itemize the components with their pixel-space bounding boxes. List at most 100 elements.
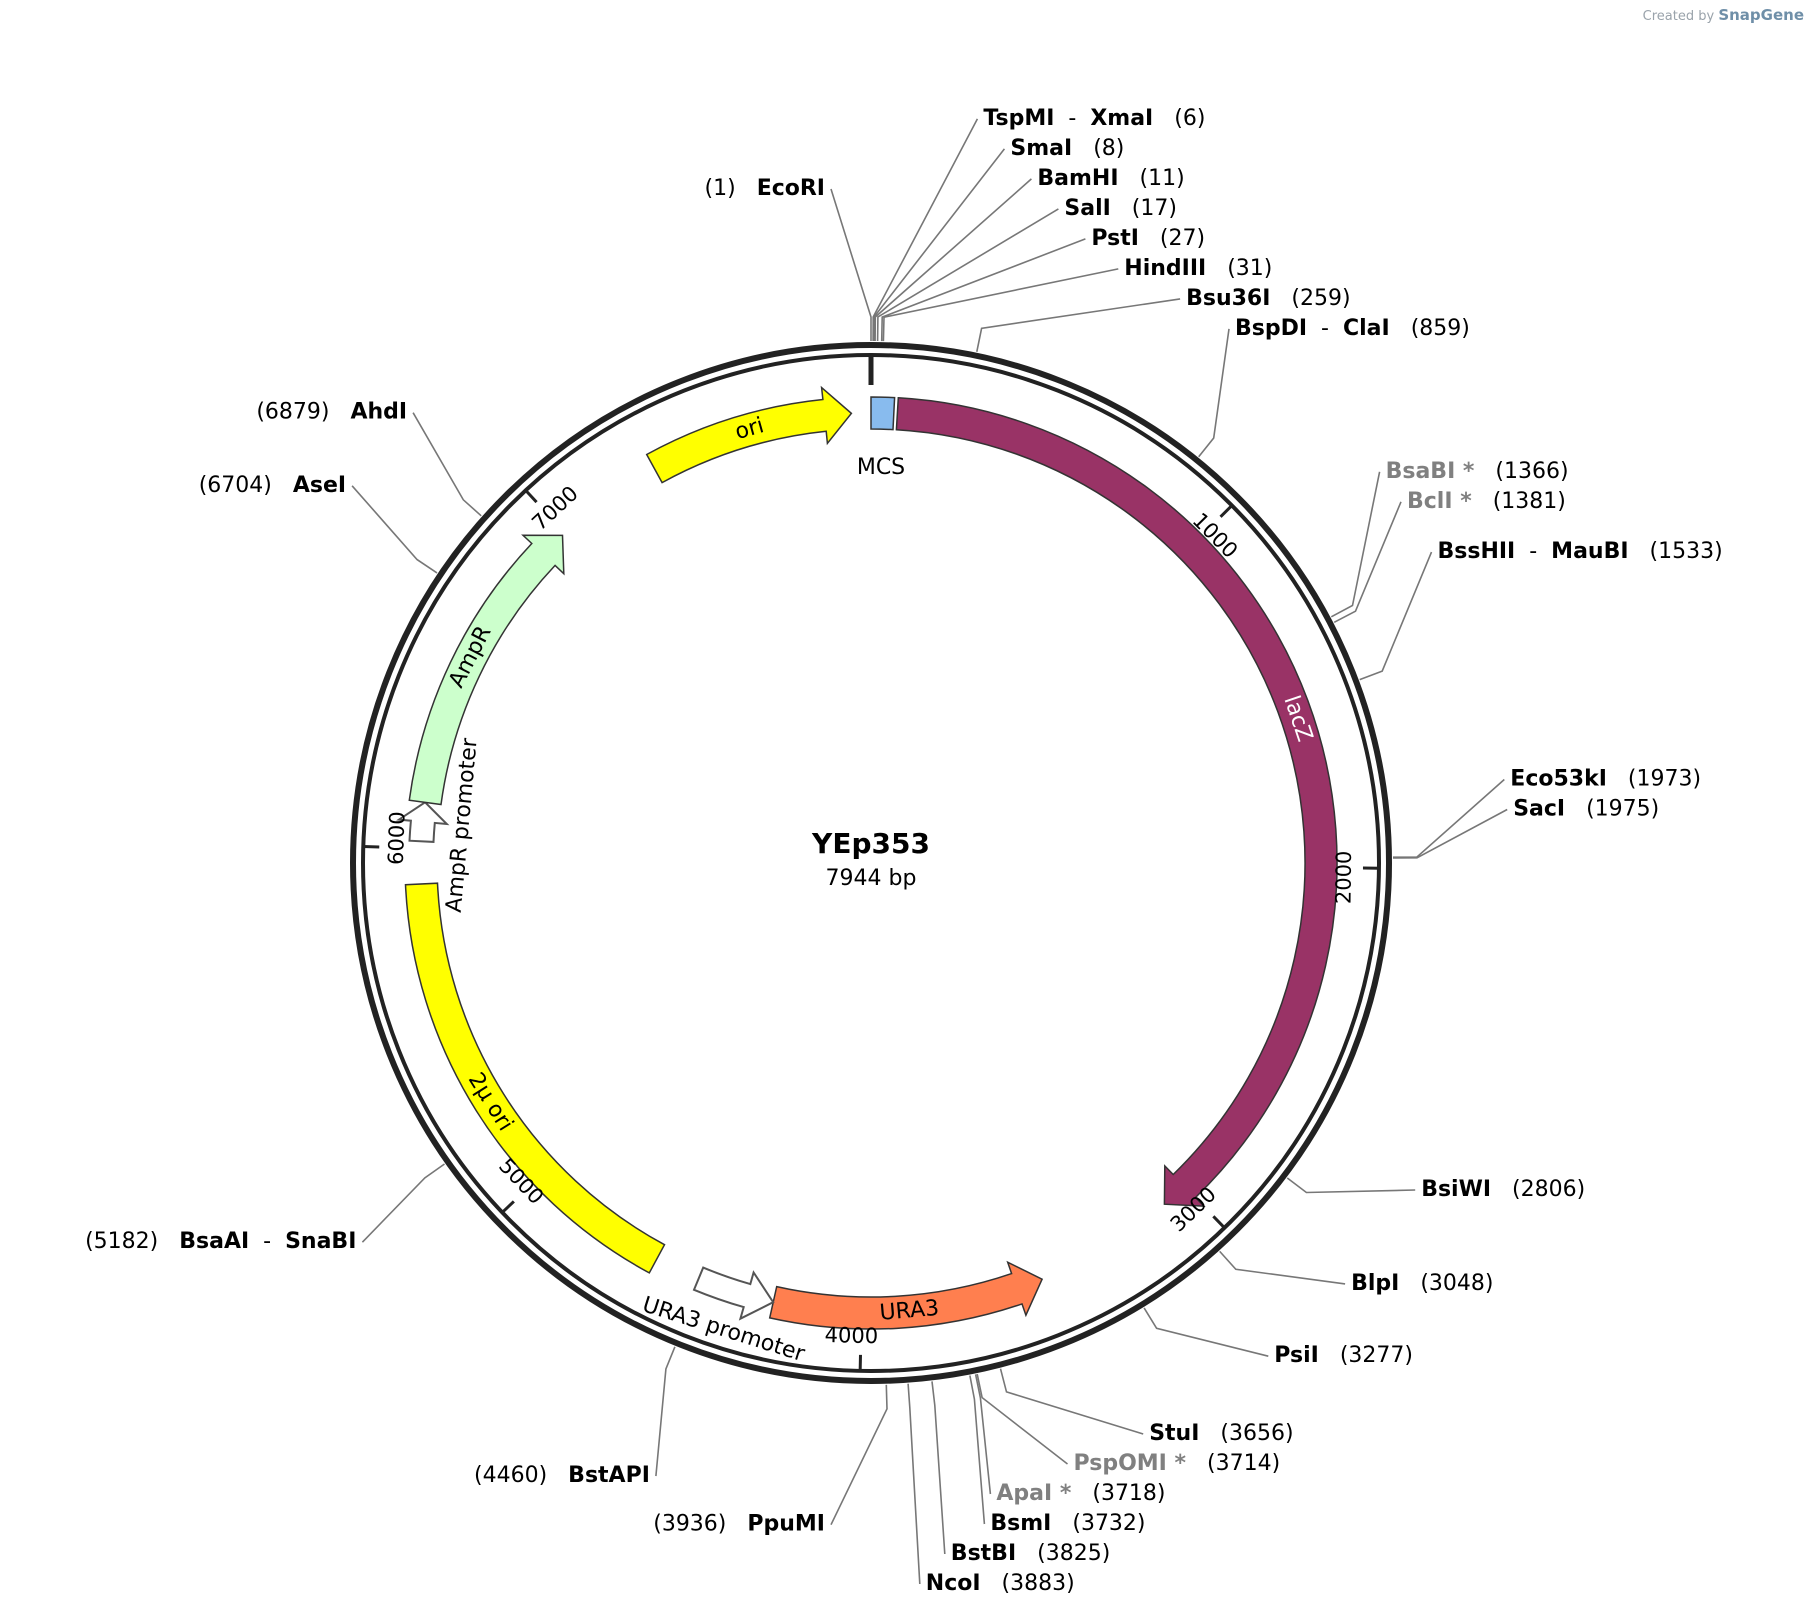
site-leader xyxy=(830,188,872,341)
site-ahdi[interactable]: (6879) AhdI xyxy=(256,400,407,425)
site-ncoi[interactable]: NcoI (3883) xyxy=(926,1571,1075,1596)
site-psii[interactable]: PsiI (3277) xyxy=(1274,1343,1413,1368)
site-label: (5182) BsaAI - SnaBI xyxy=(85,1229,356,1254)
enzyme-name: PpuMI xyxy=(747,1512,825,1537)
feature-mcs[interactable]: MCS xyxy=(857,396,905,480)
enzyme-name: BstAPI xyxy=(568,1463,650,1488)
site-label: TspMI - XmaI (6) xyxy=(983,106,1205,131)
site-bsaai[interactable]: (5182) BsaAI - SnaBI xyxy=(85,1229,356,1254)
site-leader xyxy=(1198,328,1230,458)
promoter-arrow xyxy=(396,801,450,843)
site-leader xyxy=(999,1368,1144,1435)
site-leader xyxy=(1359,551,1433,681)
site-position: (27) xyxy=(1160,226,1205,251)
site-leader xyxy=(351,485,438,574)
site-label: SmaI (8) xyxy=(1010,136,1124,161)
site-label: StuI (3656) xyxy=(1149,1421,1293,1446)
site-bsmi[interactable]: BsmI (3732) xyxy=(990,1511,1145,1536)
site-leader xyxy=(969,1375,986,1525)
site-leader xyxy=(830,1384,888,1526)
site-apai[interactable]: ApaI * (3718) xyxy=(996,1481,1165,1506)
plasmid-name: YEp353 xyxy=(811,827,930,860)
site-leader xyxy=(876,208,1059,342)
enzyme-name: SnaBI xyxy=(285,1229,356,1254)
site-saci[interactable]: SacI (1975) xyxy=(1513,797,1659,822)
site-label: PspOMI * (3714) xyxy=(1074,1451,1281,1476)
enzyme-name: StuI xyxy=(1149,1421,1199,1446)
site-label: BclI * (1381) xyxy=(1407,489,1566,514)
site-bcli[interactable]: BclI * (1381) xyxy=(1407,489,1566,514)
enzyme-name: BamHI xyxy=(1037,166,1118,191)
enzyme-name: AhdI xyxy=(350,400,407,425)
site-label: BsaBI * (1366) xyxy=(1386,459,1569,484)
site-stui[interactable]: StuI (3656) xyxy=(1149,1421,1293,1446)
site-position: (4460) xyxy=(474,1463,547,1488)
enzyme-name: BsmI xyxy=(990,1511,1051,1536)
site-sali[interactable]: SalI (17) xyxy=(1064,196,1177,221)
site-label: BamHI (11) xyxy=(1037,166,1184,191)
site-position: (8) xyxy=(1093,136,1124,161)
site-tspmi[interactable]: TspMI - XmaI (6) xyxy=(983,106,1205,131)
feature-lacz[interactable]: lacZ xyxy=(895,397,1338,1207)
site-leader xyxy=(1392,778,1505,858)
site-label: (6879) AhdI xyxy=(256,400,407,425)
enzyme-name: TspMI xyxy=(983,106,1054,131)
enzyme-name: BssHII xyxy=(1438,539,1516,564)
feature-ori[interactable]: ori xyxy=(645,385,853,484)
site-bsabi[interactable]: BsaBI * (1366) xyxy=(1386,459,1569,484)
site-bspdi[interactable]: BspDI - ClaI (859) xyxy=(1235,316,1470,341)
site-ppumi[interactable]: (3936) PpuMI xyxy=(653,1512,825,1537)
promoter-arrow xyxy=(692,1266,775,1321)
site-label: (3936) PpuMI xyxy=(653,1512,825,1537)
site-position: (3714) xyxy=(1207,1451,1280,1476)
site-leader xyxy=(974,1374,992,1495)
site-asei[interactable]: (6704) AseI xyxy=(199,473,346,498)
site-label: BssHII - MauBI (1533) xyxy=(1438,539,1723,564)
feature-ura3[interactable]: URA3 xyxy=(768,1260,1044,1330)
site-bamhi[interactable]: BamHI (11) xyxy=(1037,166,1184,191)
enzyme-name: HindIII xyxy=(1124,256,1206,281)
site-smai[interactable]: SmaI (8) xyxy=(1010,136,1124,161)
backbone-ring xyxy=(350,342,1392,1384)
site-leader xyxy=(976,1373,1068,1465)
site-label: (1) EcoRI xyxy=(705,176,825,201)
site-hindiii[interactable]: HindIII (31) xyxy=(1124,256,1272,281)
enzyme-name: XmaI xyxy=(1090,106,1153,131)
enzyme-name: EcoRI xyxy=(757,176,825,201)
site-leader xyxy=(882,268,1119,342)
site-leader xyxy=(872,118,979,342)
site-position: (3732) xyxy=(1072,1511,1145,1536)
site-label: (6704) AseI xyxy=(199,473,346,498)
feature-2-ori[interactable]: 2µ ori xyxy=(404,882,666,1274)
site-ecori[interactable]: (1) EcoRI xyxy=(705,176,825,201)
site-eco53ki[interactable]: Eco53kI (1973) xyxy=(1510,767,1701,792)
enzyme-name: PsiI xyxy=(1274,1343,1319,1368)
site-label: PstI (27) xyxy=(1091,226,1205,251)
site-leader xyxy=(873,148,1006,342)
site-position: (3048) xyxy=(1420,1271,1493,1296)
feature-ampr[interactable]: AmpR xyxy=(408,534,565,806)
site-psti[interactable]: PstI (27) xyxy=(1091,226,1205,251)
site-bstbi[interactable]: BstBI (3825) xyxy=(951,1541,1110,1566)
tick-mark xyxy=(1219,504,1233,518)
site-label: PsiI (3277) xyxy=(1274,1343,1413,1368)
site-label: HindIII (31) xyxy=(1124,256,1272,281)
site-labels: TspMI - XmaI (6) SmaI (8) BamHI (11) SalI (… xyxy=(85,106,1723,1596)
site-pspomi[interactable]: PspOMI * (3714) xyxy=(1074,1451,1281,1476)
enzyme-name: BspDI xyxy=(1235,316,1307,341)
enzyme-name: SalI xyxy=(1064,196,1110,221)
site-position: (3883) xyxy=(1002,1571,1075,1596)
site-leader xyxy=(976,298,1181,352)
site-blpi[interactable]: BlpI (3048) xyxy=(1351,1271,1493,1296)
site-bstapi[interactable]: (4460) BstAPI xyxy=(474,1463,650,1488)
site-position: (2806) xyxy=(1512,1177,1585,1202)
snapgene-credit: Created by SnapGene xyxy=(1643,6,1804,24)
site-bsshii[interactable]: BssHII - MauBI (1533) xyxy=(1438,539,1723,564)
site-leader xyxy=(1330,471,1381,618)
site-bsu36i[interactable]: Bsu36I (259) xyxy=(1186,286,1350,311)
site-position: (1533) xyxy=(1650,539,1723,564)
site-position: (1973) xyxy=(1628,767,1701,792)
site-bsiwi[interactable]: BsiWI (2806) xyxy=(1421,1177,1585,1202)
site-position: (5182) xyxy=(85,1229,158,1254)
site-position: (17) xyxy=(1132,196,1177,221)
